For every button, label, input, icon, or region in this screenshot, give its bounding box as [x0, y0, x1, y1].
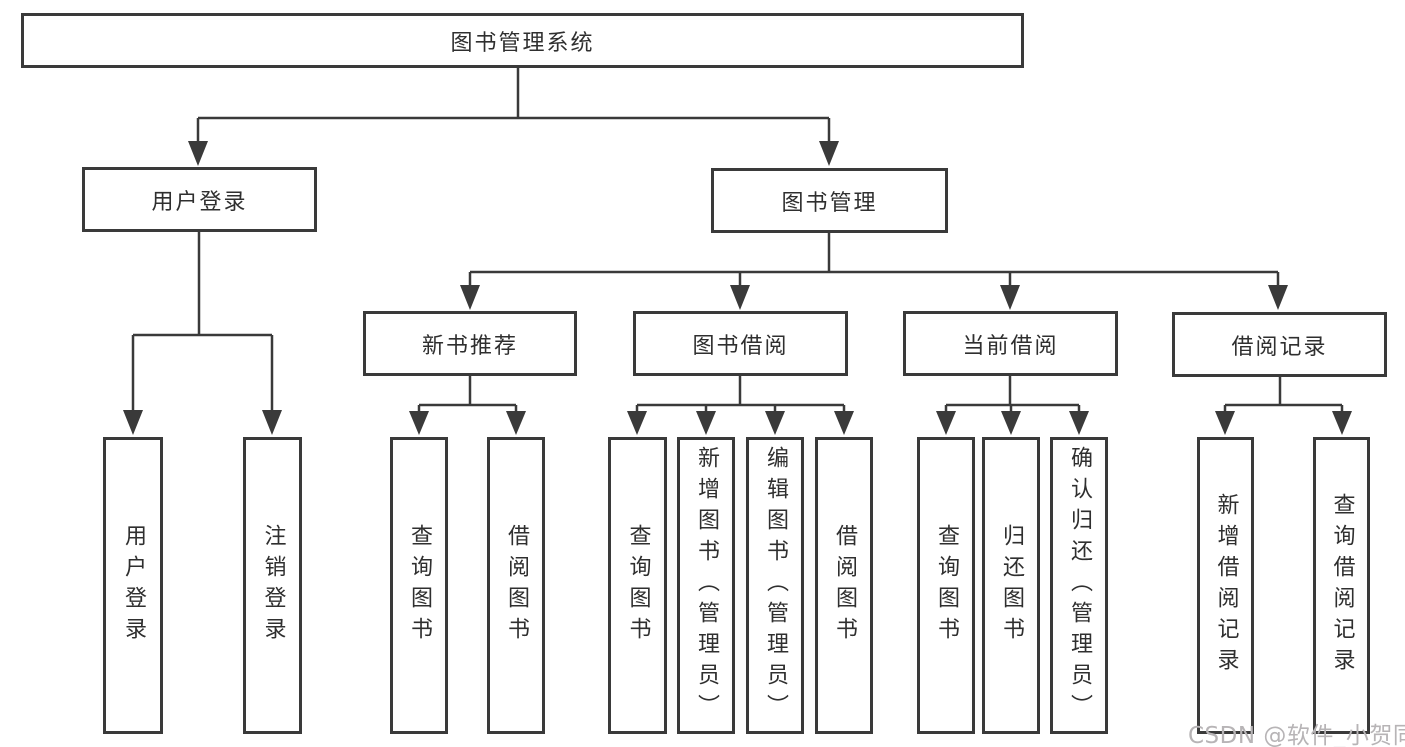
- leaf-rec-query-books: 查询图书: [390, 437, 448, 734]
- leaf-rec-borrow-books: 借阅图书: [487, 437, 545, 734]
- arrowheads: [123, 141, 1352, 435]
- leaf-cb-query-books: 查询图书: [917, 437, 975, 734]
- csdn-watermark: CSDN @软件_小贺同学: [1188, 723, 1405, 747]
- node-book-management: 图书管理: [711, 168, 948, 233]
- node-new-book-recommend: 新书推荐: [363, 311, 577, 376]
- leaf-bb-query-books: 查询图书: [608, 437, 667, 734]
- leaf-cb-return-books: 归还图书: [982, 437, 1040, 734]
- node-current-borrowing: 当前借阅: [903, 311, 1118, 376]
- leaf-br-add-record: 新增借阅记录: [1197, 437, 1254, 734]
- leaf-bb-borrow-books: 借阅图书: [815, 437, 873, 734]
- leaf-cb-confirm-return-admin: 确认归还（管理员）: [1050, 437, 1108, 734]
- node-book-borrowing: 图书借阅: [633, 311, 848, 376]
- node-library-management-system: 图书管理系统: [21, 13, 1024, 68]
- leaf-user-login: 用户登录: [103, 437, 163, 734]
- leaf-bb-edit-books-admin: 编辑图书（管理员）: [746, 437, 804, 734]
- node-user-login: 用户登录: [82, 167, 317, 232]
- leaf-logout: 注销登录: [243, 437, 302, 734]
- leaf-br-query-record: 查询借阅记录: [1313, 437, 1370, 734]
- node-borrowing-records: 借阅记录: [1172, 312, 1387, 377]
- leaf-bb-add-books-admin: 新增图书（管理员）: [677, 437, 735, 734]
